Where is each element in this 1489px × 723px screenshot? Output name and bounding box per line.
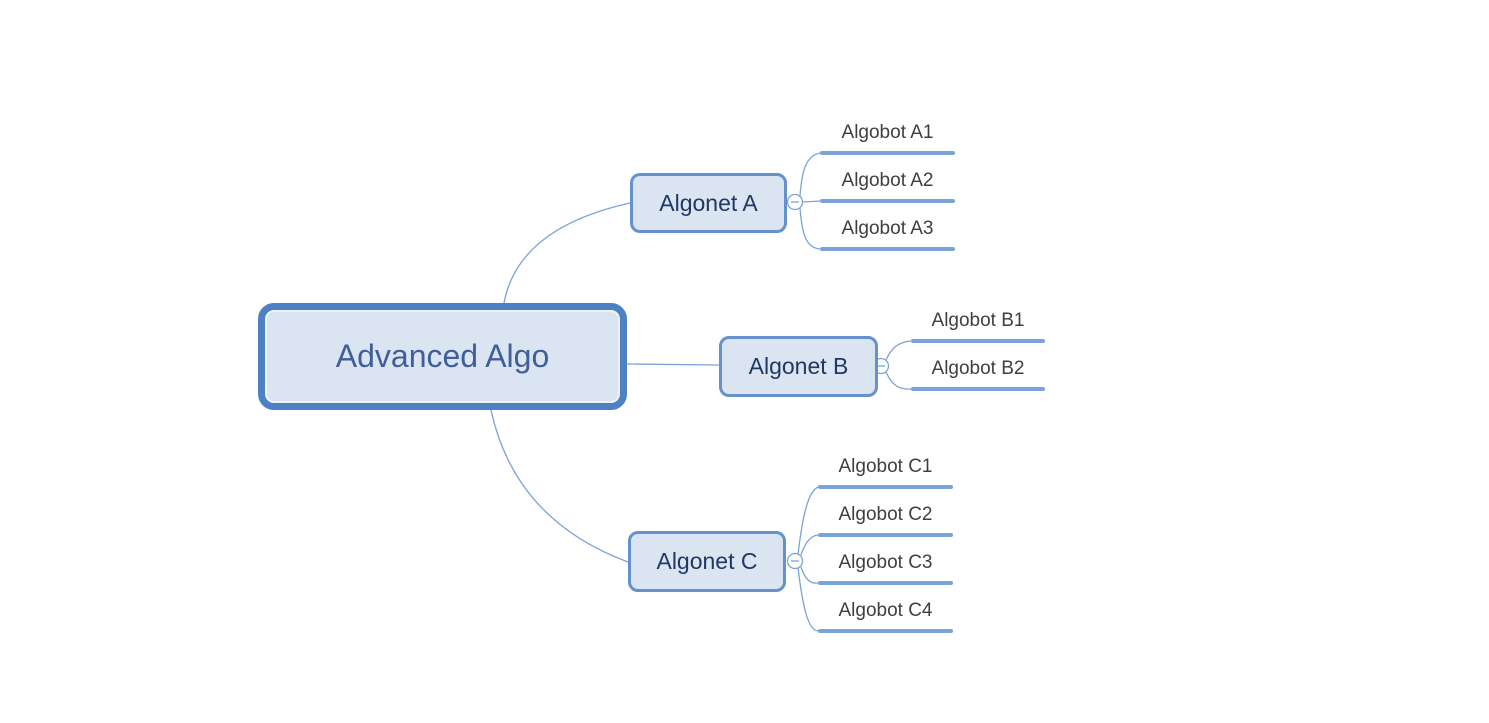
node-algonet-a-label: Algonet A [659, 189, 758, 216]
leaf-algobot-c3[interactable]: Algobot C3 [818, 548, 953, 585]
leaf-algobot-c2-label: Algobot C2 [838, 504, 933, 525]
connector-c-to-c4 [797, 567, 819, 632]
node-algonet-b-label: Algonet B [748, 353, 849, 379]
node-algonet-a[interactable]: Algonet A [630, 173, 787, 233]
leaf-algobot-c2[interactable]: Algobot C2 [818, 500, 953, 537]
leaf-underline [818, 485, 953, 489]
leaf-algobot-a2[interactable]: Algobot A2 [820, 166, 955, 203]
connector-root-to-c [490, 409, 629, 563]
leaf-underline [820, 151, 955, 155]
leaf-algobot-a1-label: Algobot A1 [841, 122, 934, 143]
leaf-algobot-a3-label: Algobot A3 [841, 218, 934, 239]
leaf-underline [911, 339, 1045, 343]
connector-b-to-b1 [885, 340, 912, 361]
connector-c-to-c3 [800, 566, 819, 584]
connector-c-to-c2 [800, 534, 819, 556]
leaf-algobot-a2-label: Algobot A2 [841, 170, 934, 191]
leaf-algobot-a1[interactable]: Algobot A1 [820, 118, 955, 155]
collapse-icon-algonet-a[interactable] [786, 193, 804, 211]
node-algonet-b[interactable]: Algonet B [719, 336, 878, 397]
node-root[interactable]: Advanced Algo [258, 303, 627, 410]
connector-a-to-a2 [802, 200, 821, 203]
leaf-algobot-a3[interactable]: Algobot A3 [820, 214, 955, 251]
leaf-algobot-c4-label: Algobot C4 [838, 600, 933, 621]
collapse-icon-algonet-c[interactable] [786, 552, 804, 570]
leaf-underline [820, 199, 955, 203]
leaf-algobot-b1-label: Algobot B1 [931, 310, 1025, 331]
connector-a-to-a1 [799, 152, 821, 197]
leaf-algobot-c1[interactable]: Algobot C1 [818, 452, 953, 489]
leaf-underline [818, 629, 953, 633]
connector-root-to-a [503, 202, 631, 304]
leaf-algobot-b2[interactable]: Algobot B2 [911, 354, 1045, 391]
node-root-label: Advanced Algo [335, 338, 550, 374]
connector-c-to-c1 [797, 486, 819, 555]
leaf-underline [820, 247, 955, 251]
leaf-algobot-c4[interactable]: Algobot C4 [818, 596, 953, 633]
connector-a-to-a3 [799, 207, 821, 250]
leaf-algobot-b1[interactable]: Algobot B1 [911, 306, 1045, 343]
leaf-algobot-c3-label: Algobot C3 [838, 552, 933, 573]
node-algonet-c[interactable]: Algonet C [628, 531, 786, 592]
leaf-algobot-c1-label: Algobot C1 [838, 456, 933, 477]
leaf-underline [818, 533, 953, 537]
node-algonet-c-label: Algonet C [656, 548, 758, 574]
connector-b-to-b2 [885, 371, 912, 390]
connector-root-to-b [626, 363, 720, 366]
leaf-underline [911, 387, 1045, 391]
leaf-underline [818, 581, 953, 585]
leaf-algobot-b2-label: Algobot B2 [931, 358, 1025, 379]
